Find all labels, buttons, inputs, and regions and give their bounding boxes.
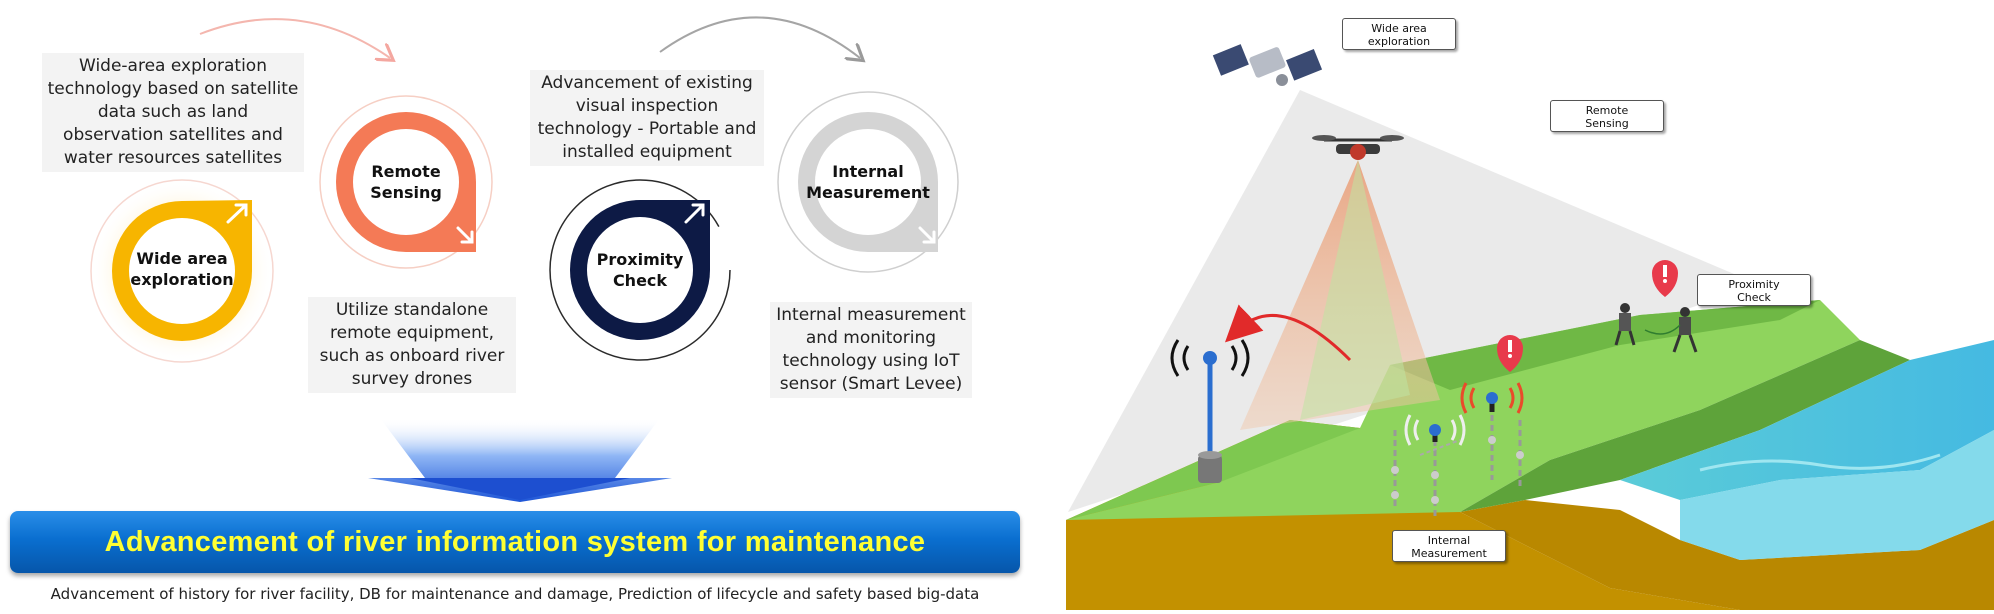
- stage-internal-title: Internal Measurement: [806, 162, 930, 202]
- stage-remote-description: Utilize standalone remote equipment, suc…: [308, 297, 516, 393]
- callout-wide-area: Wide area exploration: [1342, 18, 1456, 50]
- arrow-up-right-icon: [684, 203, 705, 224]
- callout-internal-measurement: Internal Measurement: [1392, 530, 1506, 562]
- stage-proximity-ring: [549, 179, 731, 361]
- levee-scene-illustration: [1066, 44, 1994, 610]
- arrow-down-right-icon: [456, 226, 474, 244]
- alert-icon: [1497, 335, 1523, 372]
- satellite-icon: [1212, 44, 1323, 86]
- alert-icon: [1652, 260, 1678, 297]
- banner-title: Advancement of river information system …: [104, 525, 926, 558]
- drone-icon: [1312, 135, 1404, 160]
- stage-wide-area-description: Wide-area exploration technology based o…: [42, 53, 304, 172]
- banner-subtitle: Advancement of history for river facilit…: [50, 585, 980, 603]
- process-diagram-graphics: [90, 16, 959, 502]
- data-transfer-arrow: [1224, 304, 1352, 362]
- arrow-down-right-icon: [918, 226, 936, 244]
- stage-proximity-title: Proximity Check: [596, 250, 684, 290]
- summary-banner: Advancement of river information system …: [10, 511, 1020, 573]
- sensor-array-icon: [1391, 382, 1524, 520]
- connector-arrow-2: [659, 16, 860, 58]
- stage-wide-area-title: Wide area exploration: [130, 249, 234, 289]
- arrow-up-right-icon: [226, 203, 248, 224]
- connector-arrow-1: [199, 18, 390, 58]
- stage-internal-description: Internal measurement and monitoring tech…: [770, 302, 972, 398]
- down-arrow-icon: [368, 418, 672, 502]
- stage-proximity-description: Advancement of existing visual inspectio…: [530, 70, 764, 166]
- stage-remote-title: Remote Sensing: [370, 162, 442, 202]
- stage-internal-ring: [777, 91, 959, 273]
- stage-wide-area-ring: [90, 179, 274, 363]
- callout-remote-sensing: Remote Sensing: [1550, 100, 1664, 132]
- antenna-tower-icon: [1170, 339, 1250, 483]
- stage-remote-ring: [319, 95, 493, 269]
- callout-proximity-check: Proximity Check: [1697, 274, 1811, 306]
- inspector-people-icon: [1614, 303, 1698, 353]
